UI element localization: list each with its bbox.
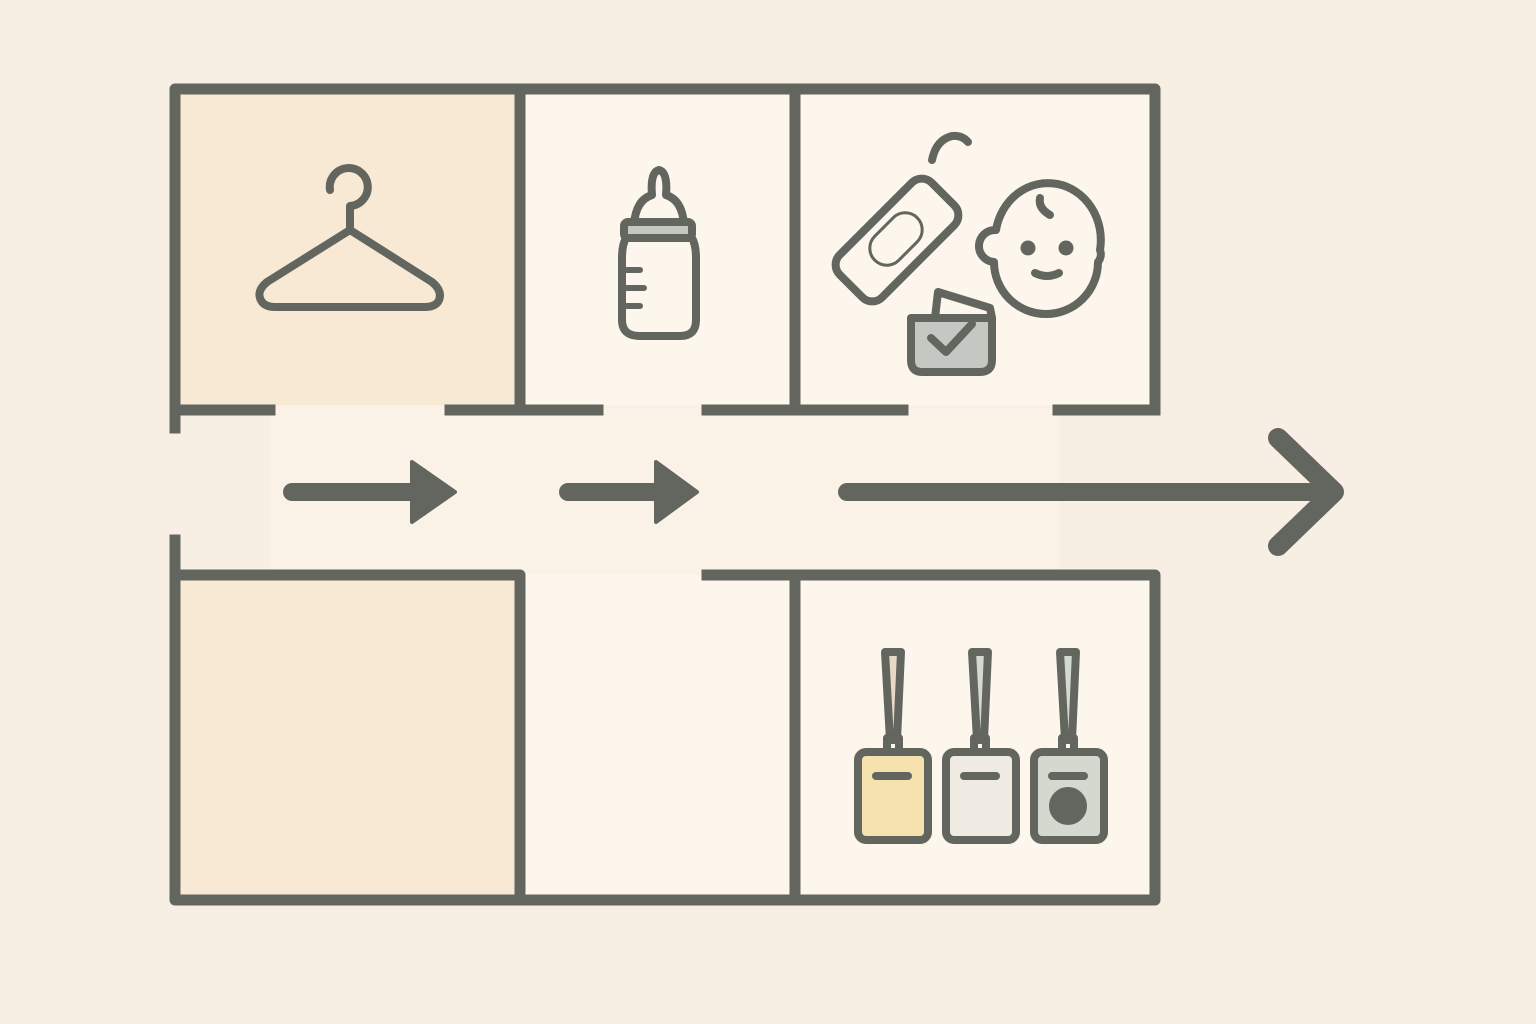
luggage-tag-icon: [1030, 648, 1108, 844]
top-walls: [169, 83, 1161, 434]
arrow-right-icon: [559, 460, 699, 524]
diaper-pad-icon: [831, 131, 972, 306]
room-top-middle: [520, 89, 795, 409]
baby-bottle-icon: [618, 166, 700, 340]
clothes-hanger-icon: [255, 164, 444, 311]
room-bottom-left: [175, 575, 520, 900]
bottom-walls: [169, 534, 1161, 906]
room-top-left: [175, 89, 520, 409]
room-bottom-middle: [520, 575, 795, 900]
arrow-right-icon: [283, 460, 457, 524]
luggage-tag-icon: [854, 648, 932, 844]
baby-face-icon: [975, 179, 1105, 318]
checked-pouch-icon: [907, 288, 996, 376]
luggage-tag-icon: [942, 648, 1020, 844]
long-arrow-right-icon: [838, 428, 1344, 556]
